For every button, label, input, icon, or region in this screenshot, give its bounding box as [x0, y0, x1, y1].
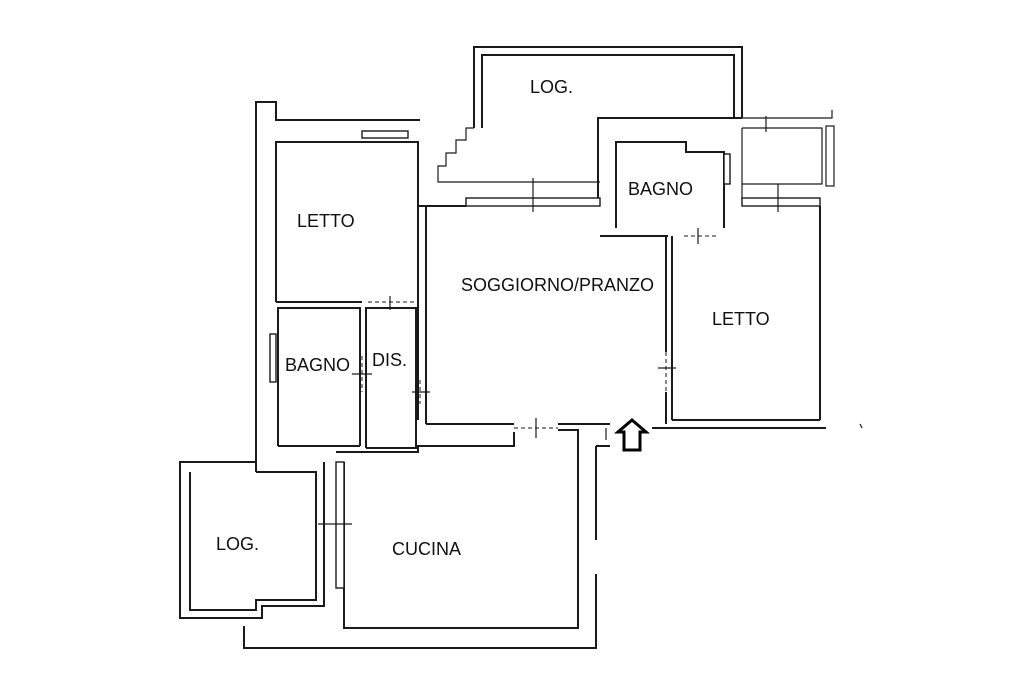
- loggia-top-walls: [437, 46, 743, 183]
- label-dis: DIS.: [372, 350, 407, 370]
- label-letto-left: LETTO: [297, 211, 355, 231]
- label-cucina: CUCINA: [392, 539, 461, 559]
- label-bagno-top: BAGNO: [628, 179, 693, 199]
- label-letto-right: LETTO: [712, 309, 770, 329]
- label-loggia-left: LOG.: [216, 534, 259, 554]
- label-loggia-top: LOG.: [530, 77, 573, 97]
- bagno-dis-walls: [269, 307, 430, 449]
- soggiorno-walls: [417, 178, 716, 438]
- label-soggiorno: SOGGIORNO/PRANZO: [461, 275, 654, 295]
- entrance-arrow-icon: [613, 418, 651, 452]
- left-bedroom-walls: [255, 101, 420, 462]
- bagno-top-walls: [597, 117, 743, 237]
- right-bedroom-walls: [652, 184, 863, 429]
- loggia-left-walls: [179, 461, 325, 619]
- right-strip-walls: [742, 110, 835, 187]
- label-bagno-left: BAGNO: [285, 355, 350, 375]
- cucina-walls: [243, 428, 610, 649]
